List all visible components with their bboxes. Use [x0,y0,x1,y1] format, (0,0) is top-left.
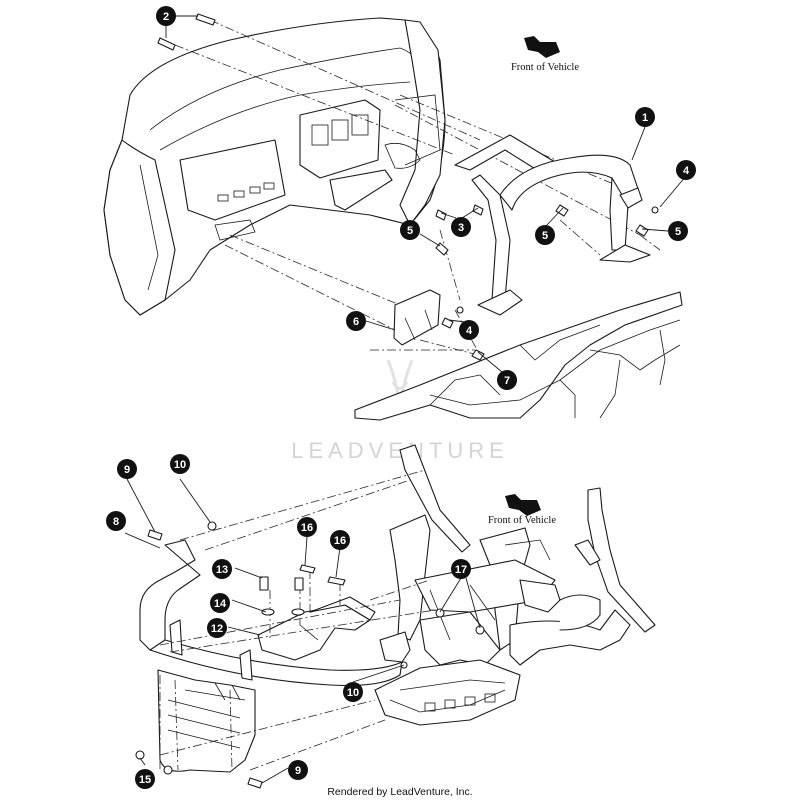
callout-17: 17 [451,559,471,579]
bottom-fasteners [135,521,485,789]
callout-badges: 2 1 4 3 5 5 5 6 4 7 9 10 8 16 16 13 17 1… [106,6,696,789]
top-fasteners [157,13,659,361]
callout-16b: 16 [330,530,350,550]
front-of-vehicle-indicator-bottom: Front of Vehicle [488,494,556,526]
svg-text:1: 1 [642,112,648,124]
svg-text:15: 15 [139,774,151,786]
callout-4a: 4 [676,160,696,180]
bracket-plate-12 [257,596,376,661]
watermark-text: LEADVENTURE [291,438,509,463]
front-arrow-icon [524,36,560,58]
front-of-vehicle-indicator-top: Front of Vehicle [511,36,579,73]
callout-9b: 9 [288,760,308,780]
callout-4b: 4 [459,320,479,340]
callout-12: 12 [207,618,227,638]
callout-14: 14 [210,593,230,613]
svg-text:10: 10 [347,687,359,699]
svg-text:5: 5 [542,230,548,242]
callout-9a: 9 [117,459,137,479]
dashboard-assembly [103,17,446,316]
callout-5c: 5 [668,221,688,241]
svg-text:10: 10 [174,459,186,471]
svg-text:9: 9 [295,765,301,777]
bumper-frame-mount [374,444,656,726]
svg-text:4: 4 [683,165,690,177]
svg-text:12: 12 [211,623,223,635]
svg-text:13: 13 [216,564,228,576]
callout-15: 15 [135,769,155,789]
callout-13: 13 [212,559,232,579]
footer-credit: Rendered by LeadVenture, Inc. [327,786,472,798]
mounting-bracket-6 [393,289,441,346]
bottom-alignment-lines [159,469,436,771]
callout-10b: 10 [343,682,363,702]
callout-6: 6 [346,311,366,331]
callout-3: 3 [451,217,471,237]
front-of-vehicle-label-top: Front of Vehicle [511,62,579,73]
callout-16a: 16 [297,517,317,537]
callout-1: 1 [635,107,655,127]
brush-guard-8 [139,539,411,773]
svg-text:5: 5 [407,225,413,237]
chassis-frame-top [354,291,683,421]
front-of-vehicle-label-bottom: Front of Vehicle [488,515,556,526]
callout-10a: 10 [170,454,190,474]
svg-text:4: 4 [466,325,473,337]
svg-text:3: 3 [458,222,464,234]
callout-8: 8 [106,511,126,531]
callout-5a: 5 [400,220,420,240]
callout-2: 2 [156,6,176,26]
callout-5b: 5 [535,225,555,245]
callout-7: 7 [497,370,517,390]
svg-text:5: 5 [675,226,681,238]
svg-text:16: 16 [334,535,346,547]
svg-text:16: 16 [301,522,313,534]
top-alignment-lines [174,19,661,356]
front-hoop-bracket [454,134,651,316]
callout-leaders [124,15,687,784]
svg-text:14: 14 [214,598,227,610]
svg-text:7: 7 [504,375,510,387]
svg-text:17: 17 [455,564,467,576]
svg-text:9: 9 [124,464,130,476]
svg-text:8: 8 [113,516,119,528]
svg-text:6: 6 [353,316,359,328]
front-arrow-icon [505,494,541,516]
svg-text:2: 2 [163,11,169,23]
